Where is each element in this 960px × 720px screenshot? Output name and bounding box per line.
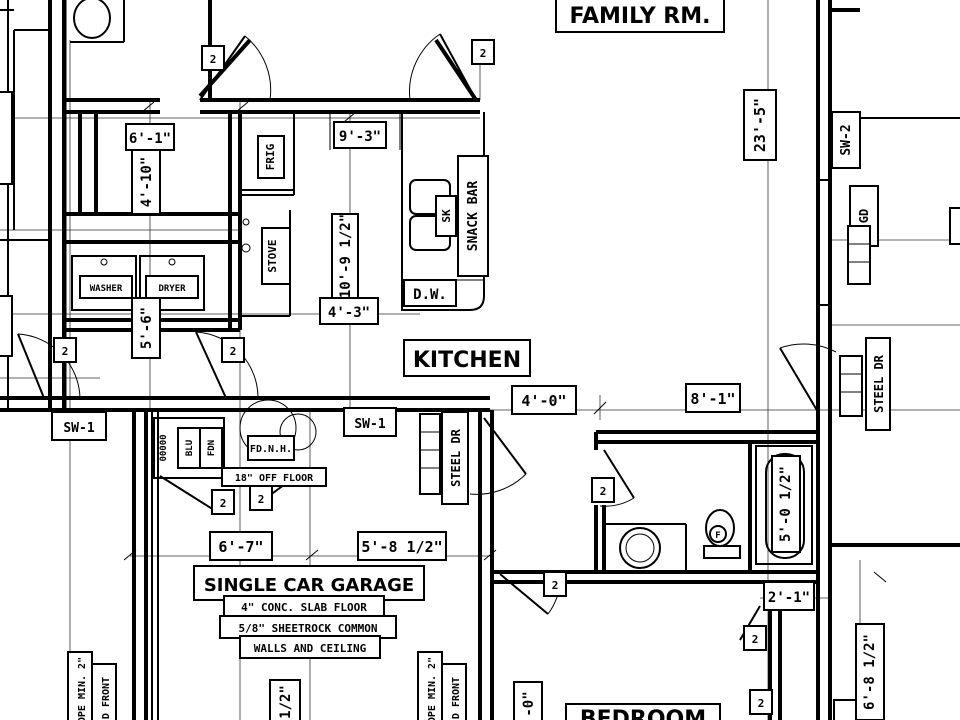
- svg-text:6'-7": 6'-7": [218, 538, 263, 556]
- svg-text:SK: SK: [440, 209, 453, 223]
- garage-notes: 4" CONC. SLAB FLOOR 5/8" SHEETROCK COMMO…: [219, 595, 397, 659]
- room-label-bedroom: BEDROOM: [565, 703, 721, 720]
- svg-text:5'-6": 5'-6": [139, 307, 155, 349]
- svg-text:FDN: FDN: [207, 440, 217, 456]
- svg-text:6'-8 1/2": 6'-8 1/2": [862, 634, 878, 710]
- svg-text:BEDROOM: BEDROOM: [580, 707, 706, 720]
- svg-text:2: 2: [230, 345, 237, 358]
- svg-text:5/8" SHEETROCK COMMON: 5/8" SHEETROCK COMMON: [238, 622, 377, 635]
- svg-text:FD.N.H.: FD.N.H.: [250, 444, 292, 455]
- svg-text:BLU: BLU: [185, 440, 195, 456]
- svg-text:-0": -0": [521, 691, 537, 716]
- svg-text:1/2": 1/2": [278, 685, 294, 719]
- svg-text:SNACK BAR: SNACK BAR: [466, 181, 481, 252]
- edge-partial-tags: [0, 91, 960, 720]
- svg-text:4'-10": 4'-10": [139, 157, 155, 208]
- dimension-labels: 23'-5" 6'-1" 4'-10" 9'-3" 10'-9 1/2" 4'-…: [125, 89, 885, 720]
- room-label-kitchen: KITCHEN: [403, 339, 531, 377]
- svg-text:OPE MIN. 2": OPE MIN. 2": [427, 657, 438, 720]
- svg-text:SW-2: SW-2: [839, 124, 854, 155]
- svg-text:2: 2: [480, 47, 487, 60]
- svg-text:10'-9 1/2": 10'-9 1/2": [338, 214, 354, 298]
- svg-text:8'-1": 8'-1": [690, 390, 735, 408]
- svg-text:23'-5": 23'-5": [751, 98, 769, 152]
- svg-text:FRIG: FRIG: [264, 143, 277, 170]
- svg-text:SW-1: SW-1: [63, 421, 94, 436]
- svg-text:5'-0 1/2": 5'-0 1/2": [778, 466, 794, 542]
- window-tag-stacks: [419, 225, 871, 495]
- svg-text:STEEL DR: STEEL DR: [449, 428, 463, 487]
- svg-text:9'-3": 9'-3": [339, 129, 381, 145]
- door-tags: 2 2 2 2 2 2 2 2 2 2: [53, 39, 773, 715]
- svg-text:FAMILY RM.: FAMILY RM.: [570, 4, 711, 29]
- svg-text:5'-8 1/2": 5'-8 1/2": [361, 538, 442, 556]
- svg-text:WALLS AND CEILING: WALLS AND CEILING: [254, 642, 367, 655]
- svg-text:2: 2: [258, 493, 265, 506]
- svg-text:KITCHEN: KITCHEN: [413, 348, 521, 373]
- svg-text:WASHER: WASHER: [90, 284, 123, 294]
- svg-text:00000: 00000: [159, 434, 169, 461]
- svg-text:2: 2: [552, 579, 559, 592]
- svg-text:D.W.: D.W.: [413, 287, 447, 303]
- wall-labels: SW-1 SW-1 SW-2 STEEL DR STEEL DR OPE MIN…: [51, 111, 891, 720]
- svg-text:4'-0": 4'-0": [521, 392, 566, 410]
- svg-text:GD: GD: [857, 209, 871, 223]
- svg-text:DRYER: DRYER: [158, 284, 186, 294]
- svg-text:STEEL DR: STEEL DR: [872, 354, 886, 413]
- svg-text:4'-3": 4'-3": [328, 305, 370, 321]
- svg-text:6'-1": 6'-1": [129, 131, 171, 147]
- svg-text:D FRONT: D FRONT: [101, 677, 112, 719]
- svg-text:2: 2: [600, 485, 607, 498]
- svg-text:2: 2: [210, 53, 217, 66]
- svg-text:4" CONC. SLAB FLOOR: 4" CONC. SLAB FLOOR: [241, 601, 367, 614]
- svg-text:OPE MIN. 2": OPE MIN. 2": [77, 657, 88, 720]
- svg-text:SW-1: SW-1: [354, 417, 385, 432]
- svg-text:D FRONT: D FRONT: [451, 677, 462, 719]
- svg-text:2: 2: [220, 497, 227, 510]
- svg-text:18" OFF FLOOR: 18" OFF FLOOR: [235, 473, 314, 484]
- svg-text:F: F: [715, 531, 720, 541]
- svg-text:2'-1": 2'-1": [768, 590, 810, 606]
- svg-text:2: 2: [62, 345, 69, 358]
- svg-text:SINGLE CAR GARAGE: SINGLE CAR GARAGE: [204, 575, 414, 596]
- svg-text:2: 2: [752, 633, 759, 646]
- room-label-garage: SINGLE CAR GARAGE: [193, 565, 425, 601]
- room-label-family: FAMILY RM.: [555, 0, 725, 33]
- fixture-labels: FRIG STOVE D.W. SNACK BAR SK WASHER DRYE…: [79, 143, 879, 543]
- svg-text:2: 2: [758, 697, 765, 710]
- svg-text:STOVE: STOVE: [266, 239, 279, 272]
